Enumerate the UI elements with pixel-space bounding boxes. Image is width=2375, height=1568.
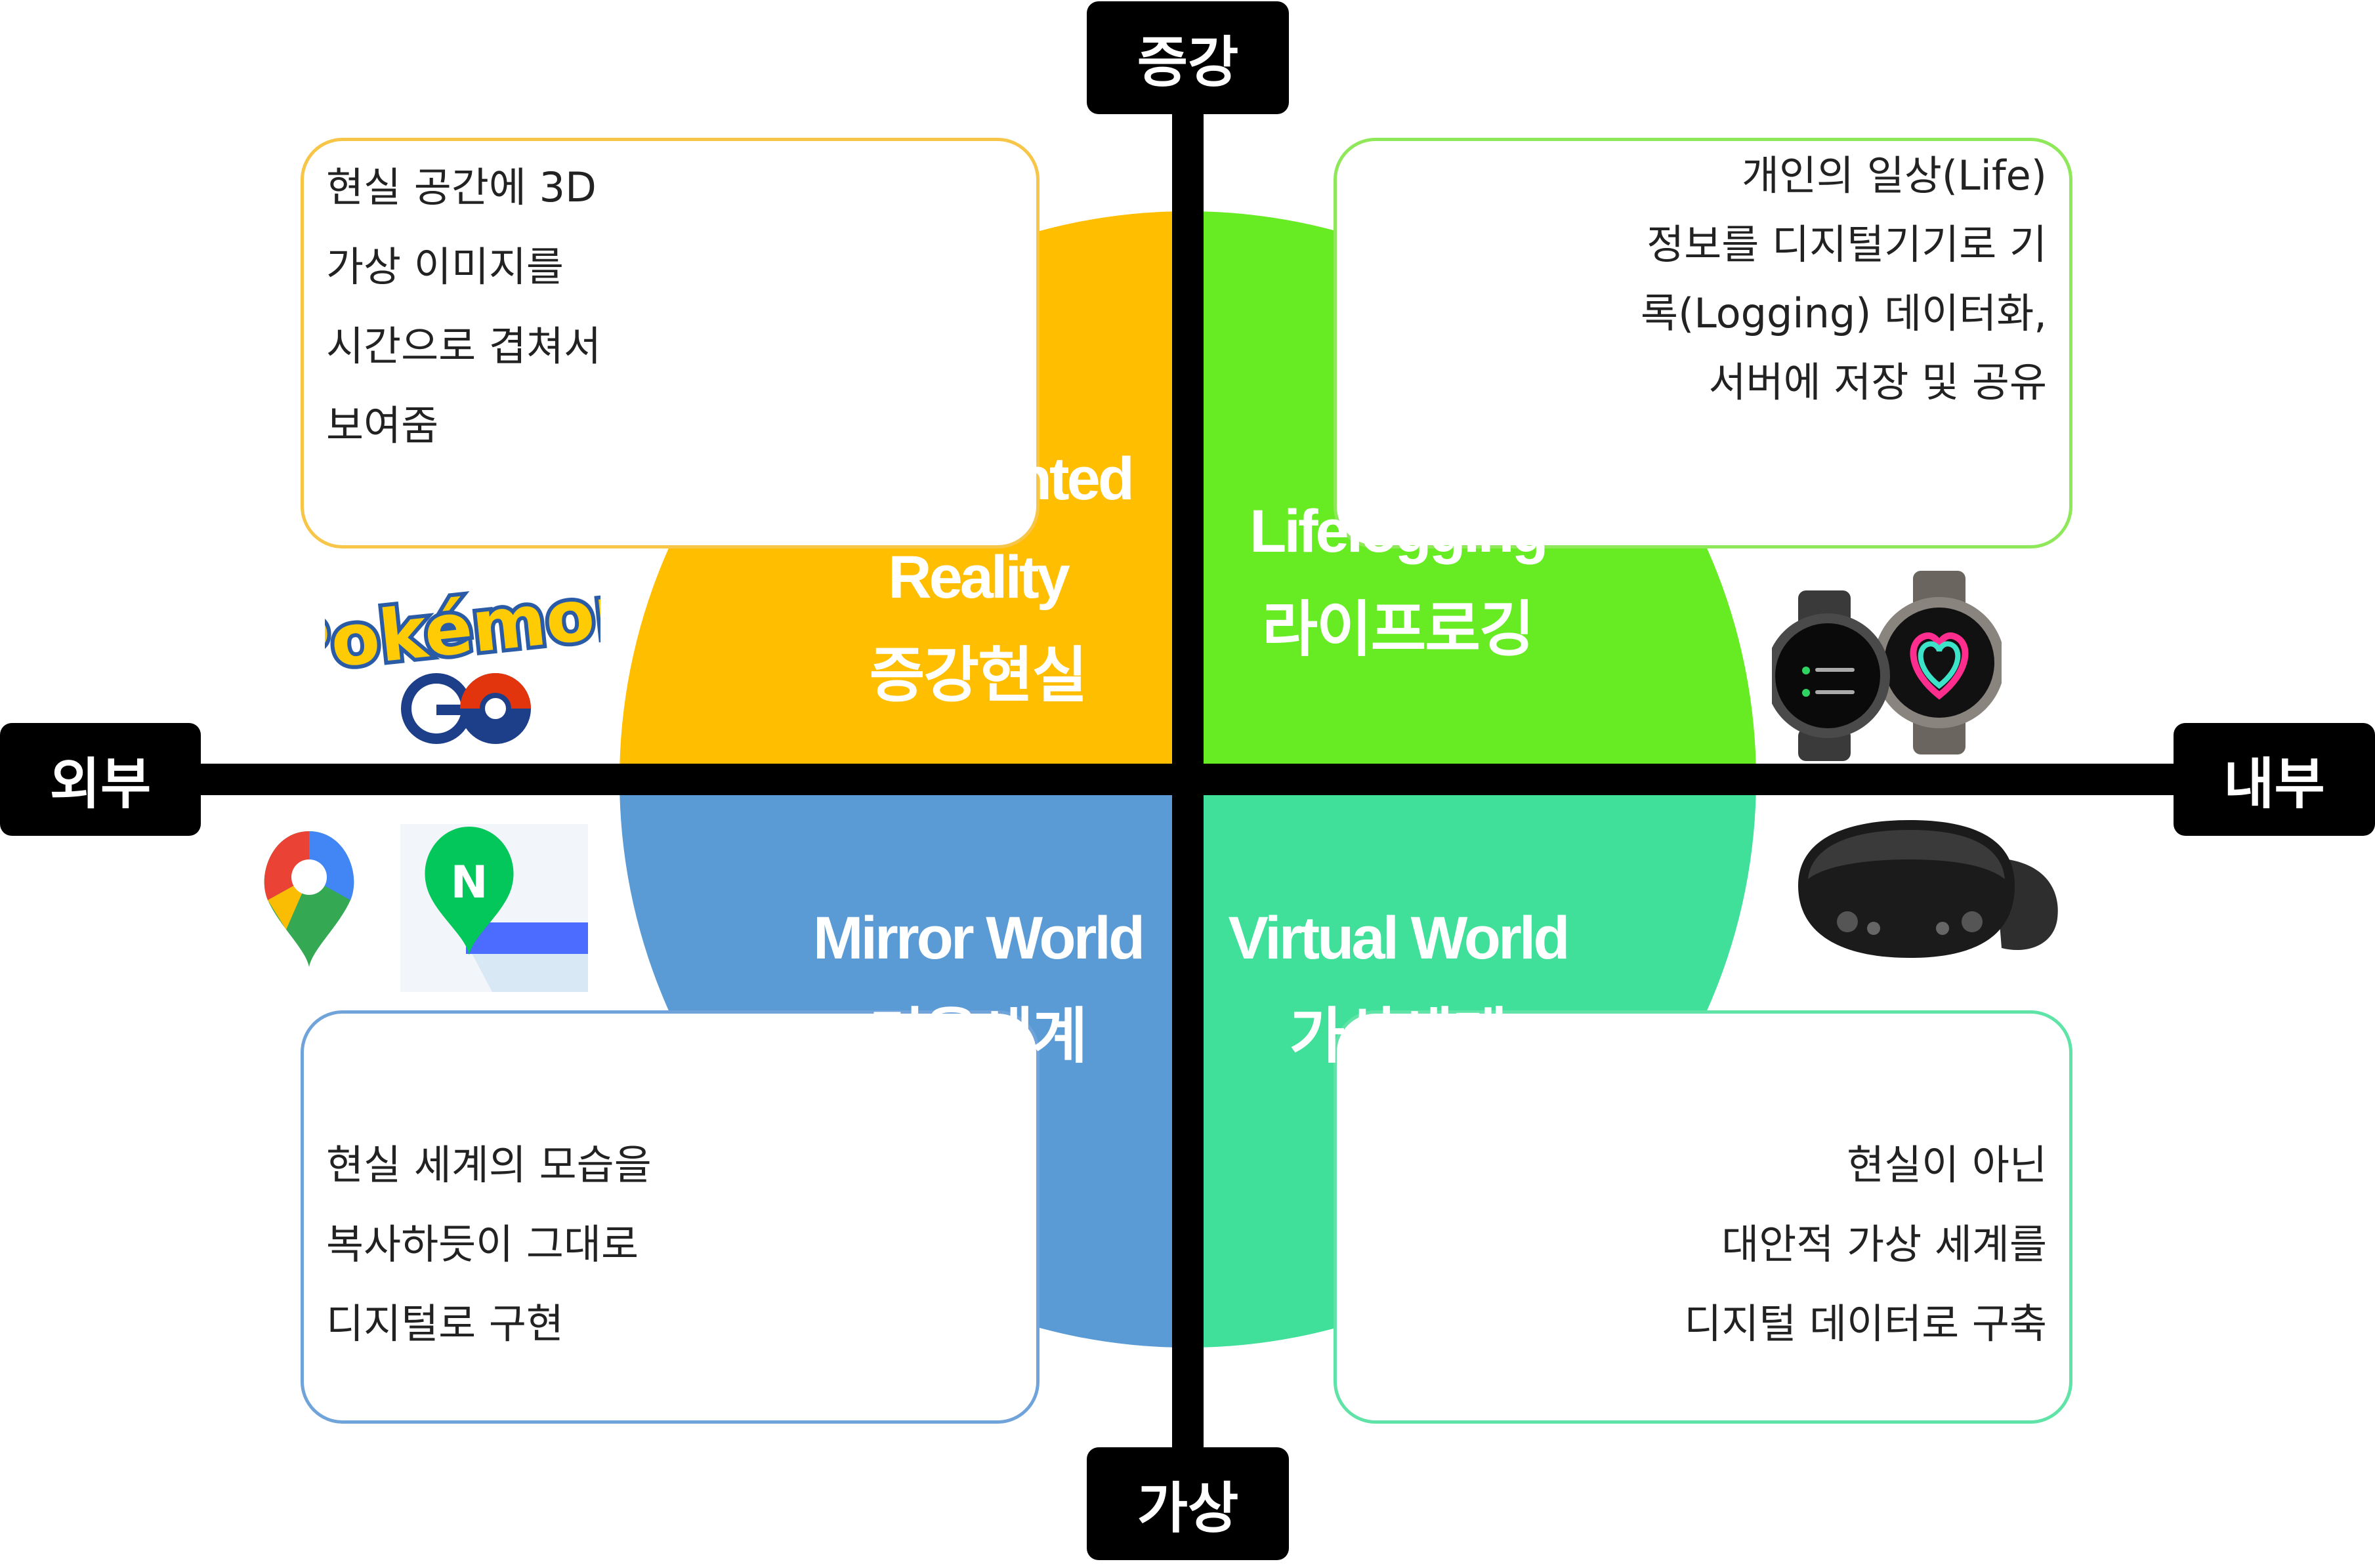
desc-line: 록(Logging) 데이터화, (1641, 289, 2047, 337)
description-virtual: 현실이 아닌 대안적 가상 세계를 디지털 데이터로 구축 (1334, 1010, 2072, 1424)
desc-line: 가상 이미지를 (326, 243, 564, 291)
description-lifelogging: 개인의 일상(Life) 정보를 디지털기기로 기 록(Logging) 데이터… (1334, 138, 2072, 548)
svg-text:Pokémon: Pokémon (325, 577, 600, 689)
axis-label-right: 내부 (2174, 723, 2375, 836)
desc-line: 디지털 데이터로 구축 (1684, 1300, 2047, 1348)
desc-line: 대안적 가상 세계를 (1721, 1220, 2047, 1268)
desc-line: 현실 세계의 모습을 (326, 1141, 652, 1189)
horizontal-axis (131, 764, 2244, 795)
title-line: 거울세계 (869, 1001, 1088, 1071)
description-augmented: 현실 공간에 3D 가상 이미지를 시간으로 겹쳐서 보여줌 (301, 138, 1040, 548)
smartwatch-icon (1772, 571, 2002, 761)
title-line: Mirror World (812, 905, 1145, 972)
desc-line: 현실이 아닌 (1847, 1141, 2047, 1189)
title-line: 증강현실 (869, 640, 1088, 711)
naver-map-icon: N (400, 824, 588, 992)
desc-line: 현실 공간에 3D (326, 163, 597, 211)
title-line: Augmented (824, 445, 1135, 512)
desc-line: 복사하듯이 그대로 (326, 1220, 639, 1268)
title-line: 라이프로깅 (1262, 594, 1534, 665)
desc-line: 서버에 저장 및 공유 (1708, 358, 2047, 406)
vr-headset-icon (1798, 820, 2058, 958)
google-maps-pin-icon (264, 831, 354, 967)
title-augmented: Augmented Reality 증강현실 (781, 430, 1175, 725)
title-line: Lifelogging (1250, 498, 1549, 565)
title-mirror: Mirror World 거울세계 (774, 889, 1181, 1086)
title-virtual: Virtual World 가상세계 (1194, 889, 1601, 1086)
axis-label-left: 외부 (0, 723, 201, 836)
desc-line: 디지털로 구현 (326, 1300, 564, 1348)
title-line: Reality (888, 544, 1070, 611)
naver-letter: N (451, 857, 488, 909)
desc-line: 보여줌 (326, 402, 439, 449)
desc-line: 정보를 디지털기기로 기 (1647, 220, 2047, 268)
desc-line: 시간으로 겹쳐서 (326, 322, 601, 370)
title-lifelogging: Lifelogging 라이프로깅 (1201, 482, 1595, 679)
title-line: 가상세계 (1289, 1001, 1508, 1071)
desc-line: 개인의 일상(Life) (1741, 152, 2047, 199)
axis-label-bottom: 가상 (1087, 1447, 1289, 1560)
title-line: Virtual World (1228, 905, 1570, 972)
axis-label-top: 증강 (1087, 1, 1289, 114)
pokemon-go-logo-icon: Pokémon (325, 577, 600, 744)
description-mirror: 현실 세계의 모습을 복사하듯이 그대로 디지털로 구현 (301, 1010, 1040, 1424)
